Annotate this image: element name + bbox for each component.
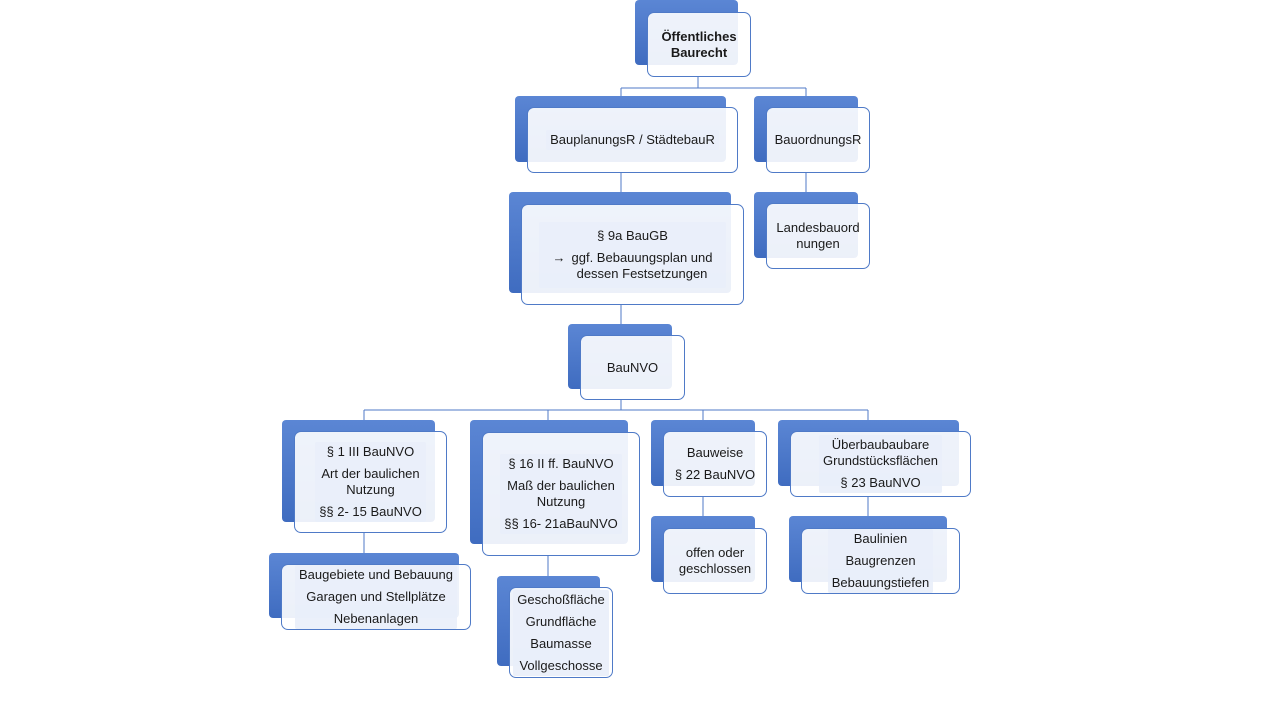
node-text: § 9a BauGB	[597, 227, 668, 243]
node-text: offen oder	[685, 545, 745, 560]
node-bauordnungsrecht: BauordnungsR	[754, 96, 870, 173]
node-text: § 22 BauNVO	[674, 467, 756, 482]
node-text: Öffentliches	[661, 28, 737, 44]
node-text: BauNVO	[606, 359, 659, 375]
node-text: Garagen und Stellplätze	[306, 589, 446, 604]
arrow-right-icon: →	[552, 249, 566, 265]
node-text: Baugebiete und Bebauung	[299, 567, 453, 582]
node-landesbauordnungen: Landesbauord nungen	[754, 192, 870, 269]
node-text: Art der baulichen	[321, 466, 420, 481]
node-text: Baugrenzen	[845, 553, 916, 568]
node-oeffentliches-baurecht: Öffentliches Baurecht	[635, 0, 751, 77]
node-ueberbaubare-flaechen: Überbaubaubare Grundstücksflächen § 23 B…	[778, 420, 971, 497]
node-offen-geschlossen: offen oder geschlossen	[651, 516, 767, 594]
node-text: BauordnungsR	[774, 132, 862, 147]
node-baunvo: BauNVO	[568, 324, 685, 400]
node-para-9a-baugb: § 9a BauGB → ggf. Bebauungsplan und dess…	[509, 192, 744, 305]
node-text: ggf. Bebauungsplan und	[571, 249, 713, 265]
node-text: Nutzung	[536, 494, 586, 509]
node-text: BauplanungsR / StädtebauR	[546, 130, 719, 150]
node-text: Bebauungstiefen	[831, 575, 930, 590]
node-text: Vollgeschosse	[519, 657, 603, 673]
node-text: §§ 16- 21aBauNVO	[504, 516, 618, 531]
node-bauweise: Bauweise § 22 BauNVO	[651, 420, 767, 497]
node-geschossflaeche: Geschoßfläche Grundfläche Baumasse Vollg…	[497, 576, 613, 678]
node-bauplanungsrecht: BauplanungsR / StädtebauR	[515, 96, 738, 173]
node-text: nungen	[796, 236, 840, 251]
node-art-der-nutzung: § 1 III BauNVO Art der baulichen Nutzung…	[282, 420, 447, 533]
node-text: Grundstücksflächen	[823, 453, 938, 468]
node-baugebiete: Baugebiete und Bebauung Garagen und Stel…	[269, 553, 471, 630]
node-text: § 16 II ff. BauNVO	[508, 456, 614, 471]
node-baulinien: Baulinien Baugrenzen Bebauungstiefen	[789, 516, 960, 594]
node-text: Baurecht	[670, 44, 728, 60]
node-text: Baumasse	[530, 635, 592, 651]
node-text: Grundfläche	[525, 613, 597, 629]
node-text: Nutzung	[346, 482, 395, 497]
node-text: Nebenanlagen	[333, 611, 419, 626]
node-text: Baulinien	[853, 531, 908, 546]
node-text: Landesbauord	[776, 220, 860, 235]
node-text: §§ 2- 15 BauNVO	[319, 504, 422, 519]
node-text: § 1 III BauNVO	[326, 444, 415, 459]
node-mass-der-nutzung: § 16 II ff. BauNVO Maß der baulichen Nut…	[470, 420, 640, 556]
node-text: Überbaubaubare	[831, 437, 930, 452]
node-text: dessen Festsetzungen	[576, 265, 708, 281]
node-text: Bauweise	[686, 445, 744, 460]
node-text: Maß der baulichen	[507, 478, 615, 493]
node-text: geschlossen	[678, 561, 752, 576]
node-text: § 23 BauNVO	[840, 475, 921, 490]
node-text: Geschoßfläche	[517, 591, 605, 607]
